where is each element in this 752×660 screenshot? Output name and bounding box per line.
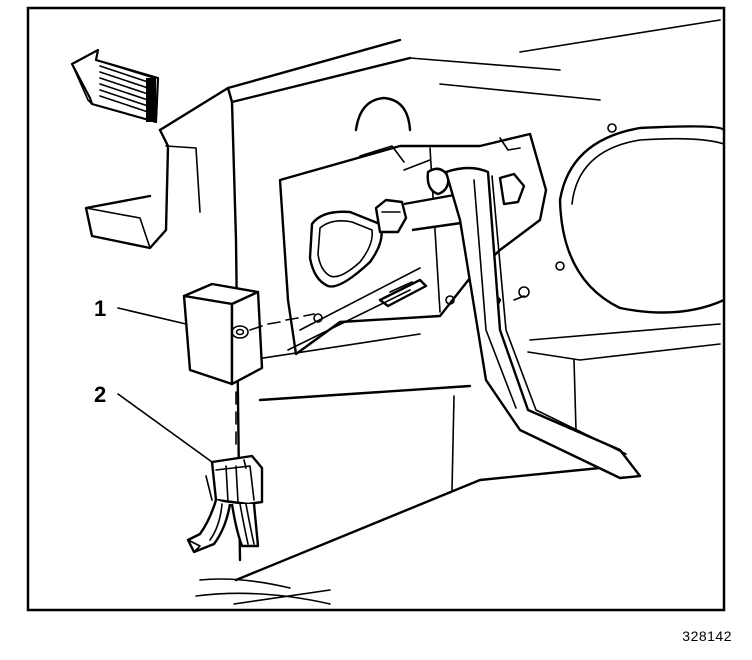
callout-2-label: 2 <box>94 382 106 407</box>
brake-pedal-arm <box>444 166 642 480</box>
dash-hump <box>354 96 412 132</box>
dash-panel <box>84 19 721 605</box>
figure-id: 328142 <box>682 628 732 644</box>
electrical-connector-2 <box>186 454 264 554</box>
steering-column-opening <box>555 123 726 314</box>
callout-2-leader <box>117 393 213 463</box>
callout-1-leader <box>117 307 187 325</box>
callout-1-label: 1 <box>94 296 106 321</box>
forward-arrow-icon <box>70 48 160 124</box>
module-component-1 <box>182 282 315 445</box>
